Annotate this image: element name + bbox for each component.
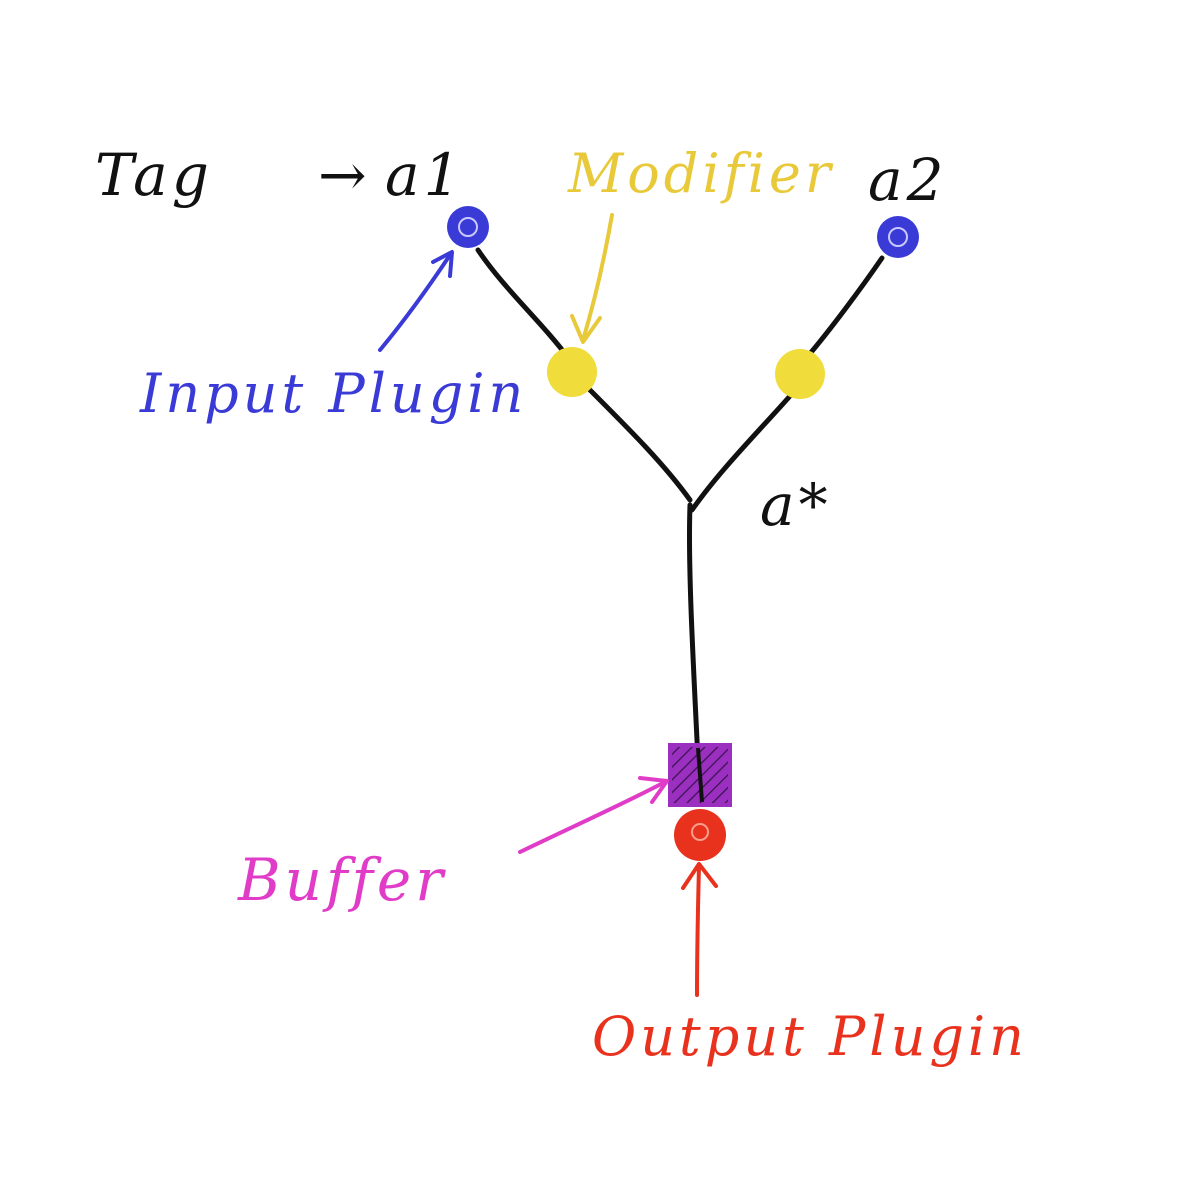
modifier-node-left <box>547 347 597 397</box>
input-node-a1 <box>447 206 489 248</box>
input-node-a1-inner-icon <box>458 217 478 237</box>
tag-arrow-label: → <box>318 141 371 209</box>
input-plugin-arrow <box>378 253 452 352</box>
buffer-arrowhead <box>638 776 669 804</box>
edge-a2-to-modifier <box>805 255 885 359</box>
modifier-arrow <box>581 213 614 342</box>
buffer-inner-stroke <box>696 747 704 803</box>
input-node-a2-inner-icon <box>888 227 908 247</box>
edge-a1-to-modifier <box>475 247 573 363</box>
buffer-arrow <box>518 780 667 854</box>
a1-label: a1 <box>385 141 464 209</box>
edge-merge-to-buffer <box>686 502 701 763</box>
output-node <box>674 809 726 861</box>
input-plugin-arrowhead <box>431 250 454 278</box>
input-plugin-label: Input Plugin <box>139 362 527 425</box>
a2-label: a2 <box>868 146 947 214</box>
output-plugin-label: Output Plugin <box>592 1005 1028 1068</box>
buffer-label: Buffer <box>237 846 447 914</box>
output-plugin-arrowhead <box>681 862 718 890</box>
output-node-inner-icon <box>691 823 709 841</box>
input-node-a2 <box>877 216 919 258</box>
modifier-label: Modifier <box>567 142 835 205</box>
modifier-arrowhead <box>570 314 602 344</box>
modifier-node-right <box>775 349 825 399</box>
tag-label: Tag <box>95 141 213 209</box>
edge-modifier2-to-merge <box>689 393 793 513</box>
a-star-label: a* <box>760 471 832 539</box>
output-plugin-arrow <box>695 864 701 997</box>
edge-modifier-to-merge <box>585 385 693 503</box>
